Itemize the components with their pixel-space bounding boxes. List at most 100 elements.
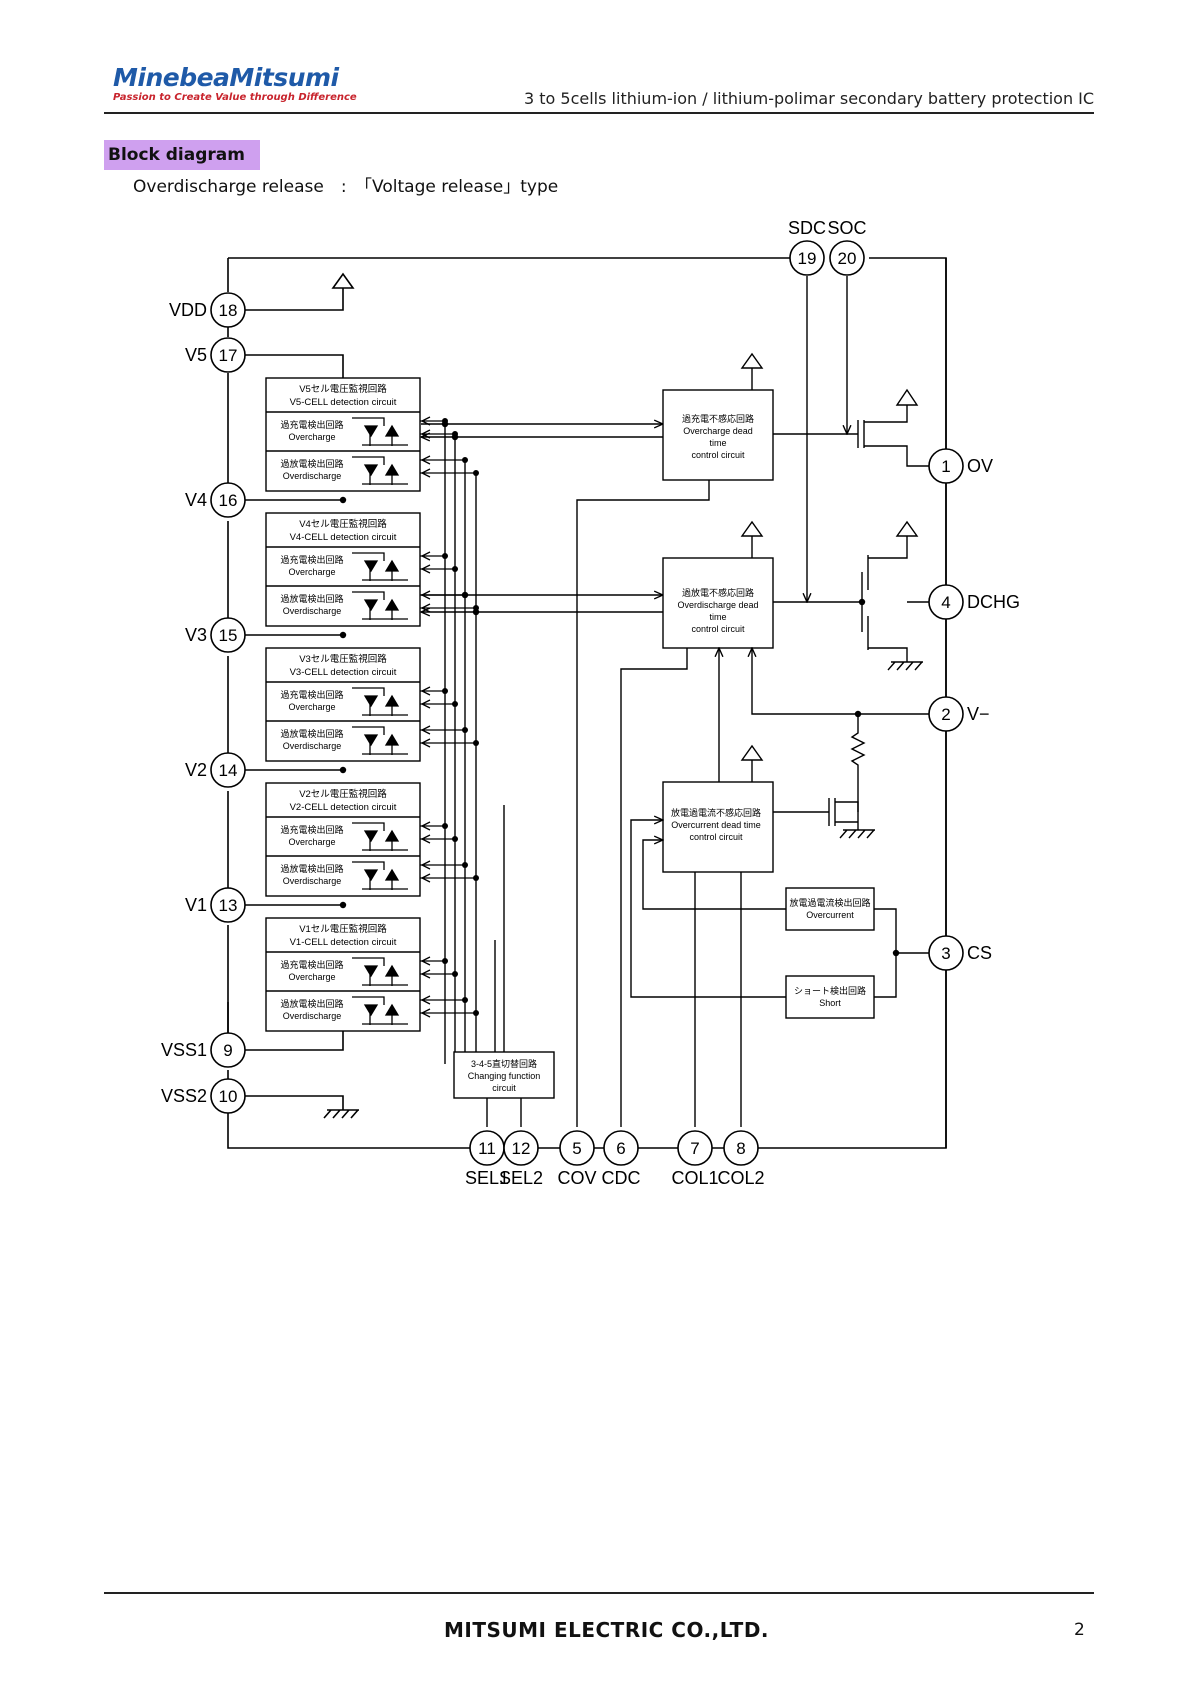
- od-label-en: Overdischarge: [283, 876, 342, 886]
- pin-circle: [210, 292, 246, 328]
- pin-label: VSS1: [161, 1040, 207, 1060]
- od-label-jp: 過放電検出回路: [280, 458, 343, 469]
- ocur-det-jp: 放電過電流検出回路: [789, 897, 870, 908]
- comparator-symbol: [352, 456, 408, 485]
- pin-number: 14: [219, 761, 238, 780]
- pin-circle: [603, 1130, 639, 1166]
- pin-19: 19 SDC: [788, 218, 826, 276]
- logo-tagline: Passion to Create Value through Differen…: [113, 92, 357, 103]
- od-dead-en3: control circuit: [691, 624, 745, 634]
- pin-circle: [928, 696, 964, 732]
- ocur-dead-en1: Overcurrent dead time: [671, 820, 761, 830]
- od-label-en: Overdischarge: [283, 1011, 342, 1021]
- pin-label: VDD: [169, 300, 207, 320]
- ocur-det-en: Overcurrent: [806, 910, 854, 920]
- pin-number: 18: [219, 301, 238, 320]
- pin-label: COV: [557, 1168, 596, 1188]
- od-label-en: Overdischarge: [283, 471, 342, 481]
- pin-circle: [210, 337, 246, 373]
- cell-v3-title-jp: V3セル電圧監視回路: [299, 653, 387, 665]
- pin-label: SDC: [788, 218, 826, 238]
- pin-circle: [503, 1130, 539, 1166]
- ocur-dead-jp: 放電過電流不感応回路: [671, 807, 761, 818]
- pin-number: 11: [478, 1139, 496, 1158]
- pin-label: V5: [185, 345, 207, 365]
- comparator-symbol: [352, 726, 408, 755]
- cell-v3-title-en: V3-CELL detection circuit: [290, 667, 397, 678]
- company-logo: MinebeaMitsumi Passion to Create Value t…: [113, 64, 357, 104]
- od-label-en: Overdischarge: [283, 741, 342, 751]
- pin-circle: [210, 1078, 246, 1114]
- pin-label: OV: [967, 456, 993, 476]
- pin-9: 9 VSS1: [161, 1032, 246, 1068]
- od-label-jp: 過放電検出回路: [280, 998, 343, 1009]
- footer-rule: [104, 1592, 1094, 1594]
- pin-number: 12: [512, 1139, 531, 1158]
- oc-label-en: Overcharge: [288, 567, 335, 577]
- comparator-symbol: [352, 591, 408, 620]
- pin-circle: [210, 752, 246, 788]
- switch-jp: 3-4-5直切替回路: [471, 1058, 537, 1069]
- cell-v4-title-en: V4-CELL detection circuit: [290, 532, 397, 543]
- pin-label: COL2: [717, 1168, 764, 1188]
- pin-label: CS: [967, 943, 992, 963]
- cell-v4-title-jp: V4セル電圧監視回路: [299, 518, 387, 530]
- pin-number: 1: [941, 457, 950, 476]
- pin-label: V2: [185, 760, 207, 780]
- footer-company: MITSUMI ELECTRIC CO.,LTD.: [444, 1618, 770, 1642]
- pin-label: VSS2: [161, 1086, 207, 1106]
- pin-circle: [559, 1130, 595, 1166]
- pin-label: CDC: [602, 1168, 641, 1188]
- pin-20: 20 SOC: [827, 218, 867, 276]
- pin-number: 20: [838, 249, 857, 268]
- oc-label-jp: 過充電検出回路: [280, 554, 343, 565]
- pin-number: 19: [798, 249, 817, 268]
- cell-v1-title-en: V1-CELL detection circuit: [290, 937, 397, 948]
- pin-label: V3: [185, 625, 207, 645]
- pin-circle: [210, 617, 246, 653]
- short-det-jp: ショート検出回路: [794, 985, 866, 996]
- oc-label-jp: 過充電検出回路: [280, 419, 343, 430]
- oc-dead-jp: 過充電不感応回路: [682, 413, 754, 424]
- cell-v2-title-en: V2-CELL detection circuit: [290, 802, 397, 813]
- bus-connections: [420, 686, 479, 748]
- comparator-symbol: [352, 417, 408, 446]
- pin-circle: [210, 482, 246, 518]
- pin-18: 18 VDD: [169, 292, 246, 328]
- pin-number: 3: [941, 944, 950, 963]
- pin-circle: [928, 448, 964, 484]
- pin-label: SEL1: [465, 1168, 509, 1188]
- cell-v5-title-en: V5-CELL detection circuit: [290, 397, 397, 408]
- section-heading: Block diagram: [104, 140, 260, 170]
- pin-circle: [928, 584, 964, 620]
- pin-number: 9: [223, 1041, 232, 1060]
- bus-connections: [420, 551, 479, 613]
- oc-label-jp: 過充電検出回路: [280, 824, 343, 835]
- pin-label: SOC: [827, 218, 866, 238]
- page-number: 2: [1074, 1620, 1085, 1640]
- oc-label-en: Overcharge: [288, 702, 335, 712]
- pin-number: 4: [941, 593, 950, 612]
- pin-circle: [210, 887, 246, 923]
- pin-label: V4: [185, 490, 207, 510]
- pin-number: 10: [219, 1087, 238, 1106]
- od-dead-en2: time: [709, 612, 726, 622]
- pin-circle: [789, 240, 825, 276]
- pin-3: 3 CS: [928, 935, 992, 971]
- pin-circle: [829, 240, 865, 276]
- oc-label-jp: 過充電検出回路: [280, 959, 343, 970]
- pin-number: 5: [572, 1139, 581, 1158]
- od-label-jp: 過放電検出回路: [280, 863, 343, 874]
